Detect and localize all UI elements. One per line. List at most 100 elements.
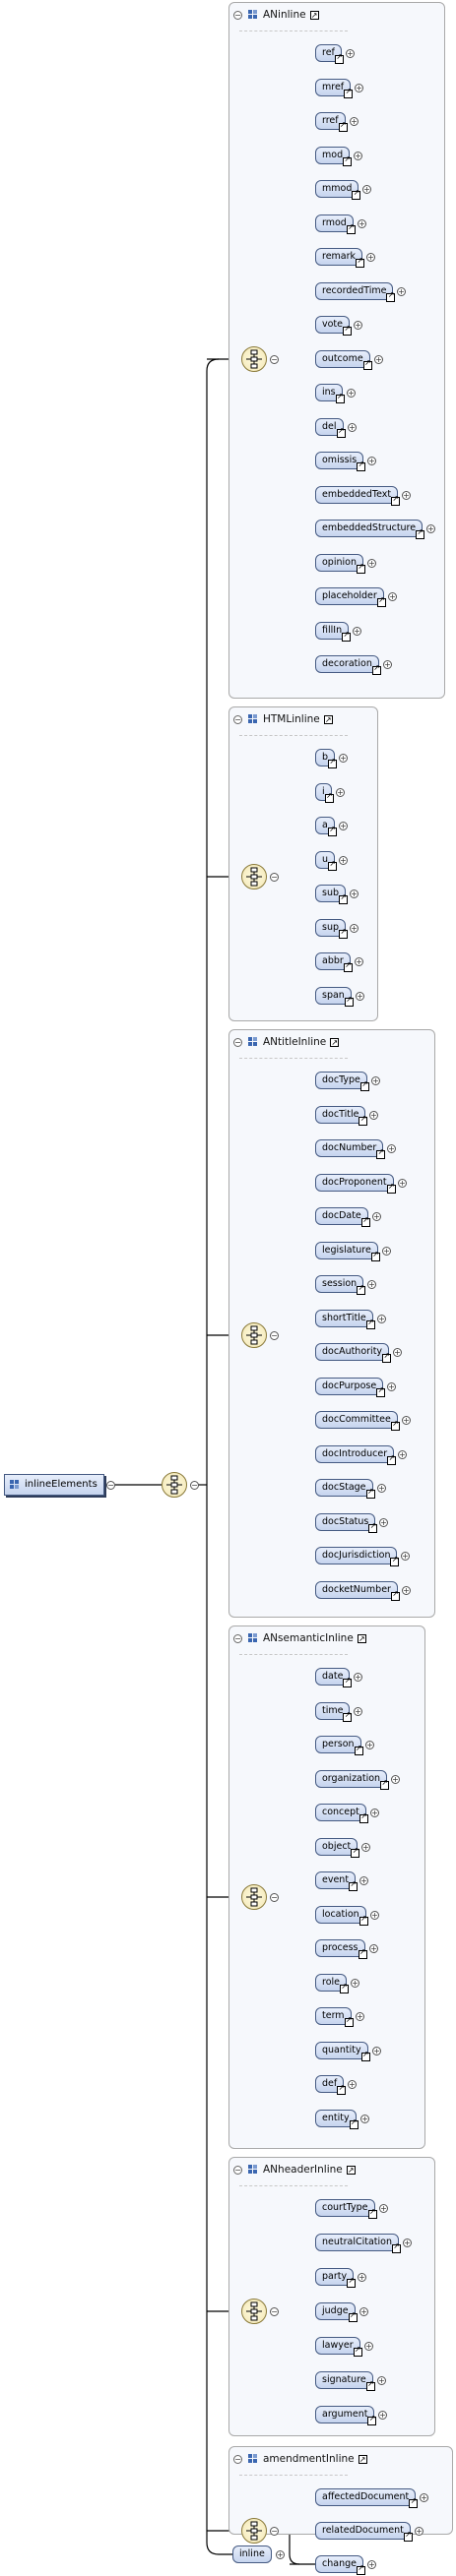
expand-plus-icon[interactable]: +	[370, 1809, 379, 1817]
expand-plus-icon[interactable]: +	[402, 491, 411, 500]
element-mod[interactable]: mod	[315, 147, 353, 167]
expand-plus-icon[interactable]: +	[351, 1979, 359, 1988]
element-omissis[interactable]: omissis	[315, 452, 366, 472]
element-event[interactable]: event	[315, 1871, 358, 1892]
collapse-toggle-icon[interactable]: −	[233, 714, 242, 724]
collapse-toggle-icon[interactable]: −	[270, 873, 279, 882]
sequence-compositor-HTMLinline[interactable]	[241, 864, 267, 889]
element-outcome[interactable]: outcome	[315, 350, 372, 371]
expand-plus-icon[interactable]: +	[350, 117, 358, 126]
element-term[interactable]: term	[315, 2007, 354, 2028]
expand-plus-icon[interactable]: +	[387, 1144, 396, 1153]
expand-plus-icon[interactable]: +	[339, 856, 348, 865]
reference-link-icon[interactable]: ↗	[330, 1037, 340, 1047]
reference-link-icon[interactable]: ↗	[358, 2454, 367, 2464]
expand-plus-icon[interactable]: +	[398, 1450, 407, 1459]
sequence-compositor-ANtitleInline[interactable]	[241, 1322, 267, 1348]
expand-plus-icon[interactable]: +	[377, 1484, 386, 1493]
element-b[interactable]: b	[315, 749, 338, 769]
expand-plus-icon[interactable]: +	[393, 1348, 402, 1357]
element-mmod[interactable]: mmod	[315, 180, 361, 201]
expand-plus-icon[interactable]: +	[391, 1775, 400, 1784]
collapse-toggle-icon[interactable]: −	[270, 1893, 279, 1902]
element-location[interactable]: location	[315, 1906, 368, 1927]
expand-plus-icon[interactable]: +	[366, 253, 375, 262]
collapse-toggle-icon[interactable]: −	[106, 1481, 115, 1490]
expand-plus-icon[interactable]: +	[358, 2273, 366, 2282]
reference-link-icon[interactable]: ↗	[346, 2165, 356, 2175]
root-sequence-compositor[interactable]	[162, 1472, 187, 1498]
expand-plus-icon[interactable]: +	[356, 992, 364, 1001]
reference-link-icon[interactable]: ↗	[323, 714, 333, 724]
element-opinion[interactable]: opinion	[315, 554, 365, 575]
expand-plus-icon[interactable]: +	[355, 957, 363, 966]
element-lawyer[interactable]: lawyer	[315, 2337, 362, 2358]
element-affectedDocument[interactable]: affectedDocument	[315, 2488, 419, 2509]
collapse-toggle-icon[interactable]: −	[270, 1331, 279, 1340]
element-docAuthority[interactable]: docAuthority	[315, 1343, 392, 1364]
element-docNumber[interactable]: docNumber	[315, 1139, 386, 1160]
element-object[interactable]: object	[315, 1838, 360, 1859]
expand-plus-icon[interactable]: +	[402, 1416, 411, 1425]
expand-plus-icon[interactable]: +	[402, 1586, 411, 1595]
element-span[interactable]: span	[315, 987, 354, 1008]
element-session[interactable]: session	[315, 1275, 366, 1296]
expand-plus-icon[interactable]: +	[426, 524, 435, 533]
element-judge[interactable]: judge	[315, 2302, 358, 2323]
element-entity[interactable]: entity	[315, 2110, 358, 2130]
expand-plus-icon[interactable]: +	[369, 1111, 378, 1120]
collapse-toggle-icon[interactable]: −	[233, 10, 242, 20]
expand-plus-icon[interactable]: +	[377, 1315, 386, 1323]
expand-plus-icon[interactable]: +	[367, 1280, 376, 1289]
sequence-compositor-ANinline[interactable]	[241, 346, 267, 372]
expand-plus-icon[interactable]: +	[383, 660, 392, 669]
collapse-toggle-icon[interactable]: −	[233, 1037, 242, 1047]
expand-plus-icon[interactable]: +	[339, 754, 348, 763]
expand-plus-icon[interactable]: +	[339, 822, 348, 830]
expand-plus-icon[interactable]: +	[336, 788, 345, 797]
element-embeddedStructure[interactable]: embeddedStructure	[315, 520, 425, 540]
expand-plus-icon[interactable]: +	[354, 1673, 362, 1682]
expand-plus-icon[interactable]: +	[372, 1212, 381, 1221]
expand-plus-icon[interactable]: +	[382, 1247, 391, 1256]
element-fillIn[interactable]: fillIn	[315, 622, 352, 643]
expand-plus-icon[interactable]: +	[397, 287, 406, 296]
element-placeholder[interactable]: placeholder	[315, 587, 386, 608]
element-inline[interactable]: inline	[232, 2545, 272, 2563]
expand-plus-icon[interactable]: +	[347, 389, 356, 398]
element-signature[interactable]: signature	[315, 2371, 375, 2392]
expand-plus-icon[interactable]: +	[364, 2342, 373, 2351]
element-role[interactable]: role	[315, 1974, 349, 1994]
collapse-toggle-icon[interactable]: −	[233, 1633, 242, 1643]
expand-plus-icon[interactable]: +	[354, 152, 362, 160]
expand-plus-icon[interactable]: +	[367, 559, 376, 568]
element-rref[interactable]: rref	[315, 112, 348, 133]
expand-plus-icon[interactable]: +	[370, 1911, 379, 1920]
element-shortTitle[interactable]: shortTitle	[315, 1310, 375, 1330]
expand-plus-icon[interactable]: +	[359, 2307, 368, 2316]
expand-plus-icon[interactable]: +	[353, 627, 361, 636]
expand-plus-icon[interactable]: +	[398, 1179, 407, 1188]
expand-plus-icon[interactable]: +	[359, 1876, 368, 1885]
collapse-toggle-icon[interactable]: −	[270, 2527, 279, 2536]
collapse-toggle-icon[interactable]: −	[190, 1481, 199, 1490]
element-quantity[interactable]: quantity	[315, 2042, 370, 2062]
expand-plus-icon[interactable]: +	[388, 592, 397, 601]
element-remark[interactable]: remark	[315, 248, 365, 269]
element-sup[interactable]: sup	[315, 919, 349, 940]
element-docketNumber[interactable]: docketNumber	[315, 1581, 400, 1602]
element-docJurisdiction[interactable]: docJurisdiction	[315, 1547, 400, 1567]
element-a[interactable]: a	[315, 817, 337, 837]
element-mref[interactable]: mref	[315, 79, 354, 99]
element-ins[interactable]: ins	[315, 384, 345, 404]
expand-plus-icon[interactable]: +	[374, 355, 383, 364]
expand-plus-icon[interactable]: +	[379, 1518, 388, 1527]
sequence-compositor-ANsemanticInline[interactable]	[241, 1884, 267, 1910]
expand-plus-icon[interactable]: +	[362, 185, 371, 194]
expand-plus-icon[interactable]: +	[354, 321, 362, 330]
expand-plus-icon[interactable]: +	[276, 2550, 285, 2559]
element-organization[interactable]: organization	[315, 1770, 390, 1791]
element-embeddedText[interactable]: embeddedText	[315, 486, 401, 507]
expand-plus-icon[interactable]: +	[354, 1707, 362, 1716]
root-element-inlineElements[interactable]: inlineElements	[4, 1474, 104, 1496]
